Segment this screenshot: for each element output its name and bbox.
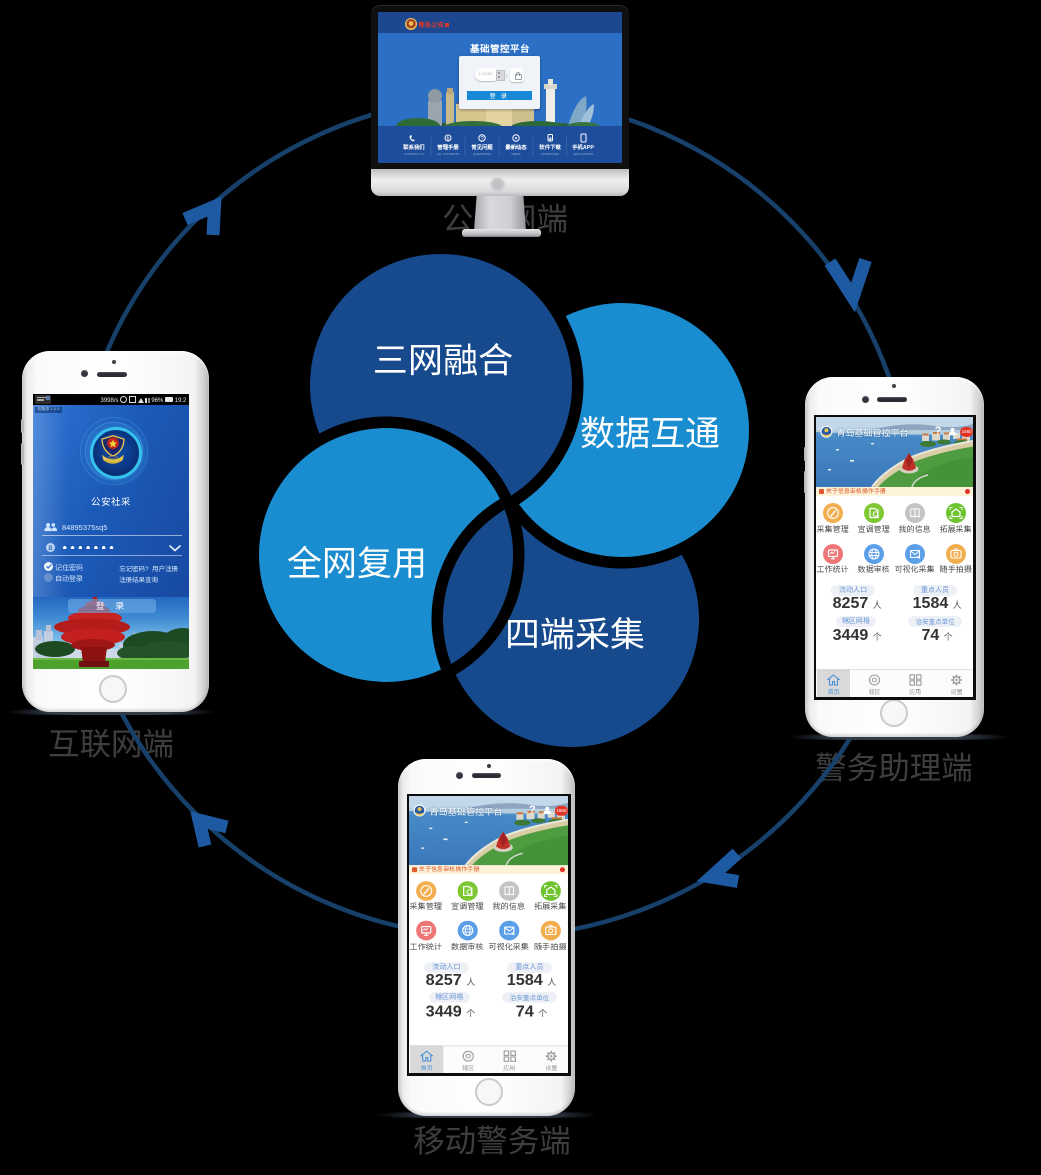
svg-text:DOWNLOAD: DOWNLOAD: [541, 152, 560, 156]
svg-text:?: ?: [480, 134, 484, 143]
svg-text:手机APP: 手机APP: [572, 143, 594, 151]
svg-text:QUESTIONS: QUESTIONS: [473, 152, 491, 156]
svg-text:CONTACT US: CONTACT US: [404, 152, 423, 156]
svg-text:APPLICATION: APPLICATION: [573, 152, 593, 156]
svg-text:ALL CONTENTS: ALL CONTENTS: [437, 152, 460, 156]
svg-text:联系我们: 联系我们: [402, 143, 425, 151]
svg-text:最新动态: 最新动态: [505, 143, 527, 151]
svg-text:管理手册: 管理手册: [436, 143, 459, 151]
svg-text:b: b: [447, 135, 450, 142]
svg-text:软件下载: 软件下载: [538, 143, 561, 151]
svg-text:NEWS: NEWS: [512, 152, 521, 156]
svg-text:常见问题: 常见问题: [471, 143, 493, 151]
